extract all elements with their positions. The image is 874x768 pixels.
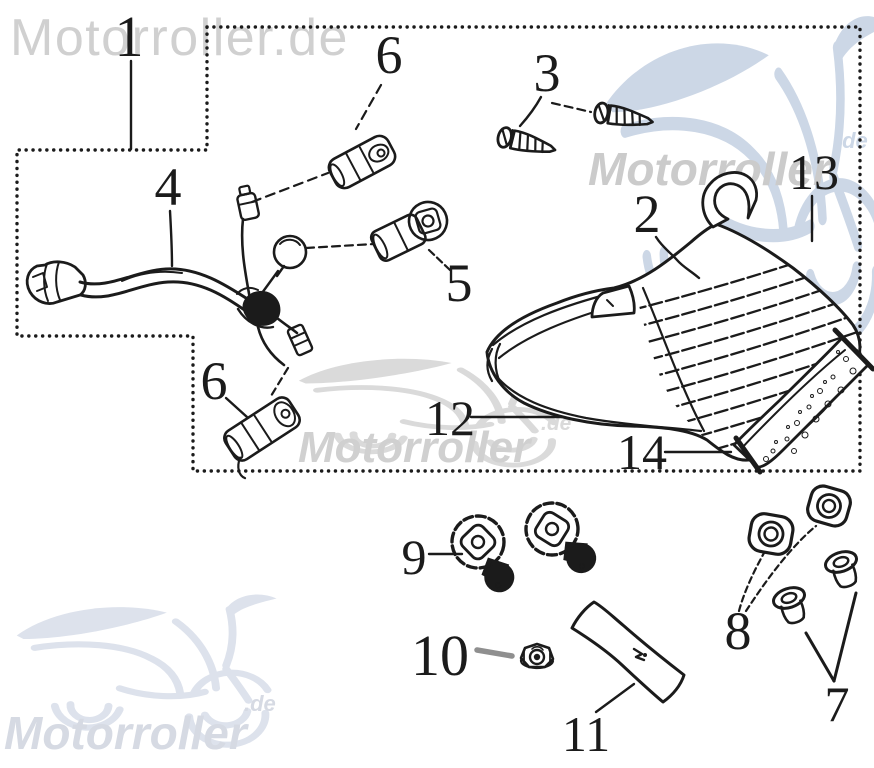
leader-part-6-top (354, 83, 383, 131)
flange-nut-drawing (519, 642, 555, 670)
watermark-name-center: Motorroller (298, 423, 531, 472)
bulb-drawing-top (327, 134, 397, 190)
leader-part-8a (737, 551, 766, 613)
part-label-3: 3 (533, 43, 561, 103)
part-label-10: 10 (411, 623, 469, 688)
wiring-harness-drawing (25, 171, 376, 398)
watermark-tld-bottom-left: .de (244, 691, 276, 716)
part-label-6-bottom: 6 (200, 351, 228, 411)
part-label-13: 13 (789, 144, 839, 200)
watermark-name-bottom-left: Motorroller (4, 707, 247, 759)
part-label-11: 11 (561, 706, 611, 762)
dashed-assembly-border (15, 25, 862, 473)
part-label-6-top: 6 (375, 25, 403, 85)
lens-mount-tab (590, 284, 636, 319)
leader-part-4 (168, 209, 174, 268)
leader-part-5 (427, 248, 452, 272)
part-label-1: 1 (114, 4, 144, 69)
bulb-holder-drawings (444, 497, 600, 596)
leader-part-3a (518, 95, 543, 128)
leader-part-6-bottom (224, 396, 249, 419)
bulb-holder-drawing-bottom (223, 396, 301, 480)
part-label-14: 14 (617, 424, 667, 480)
part-label-7: 7 (824, 676, 850, 732)
part-label-12: 12 (425, 390, 475, 446)
leader-lines (129, 59, 818, 714)
lens-bracket-hook (701, 171, 758, 229)
leader-part-3b (550, 101, 593, 114)
screws-drawing (496, 101, 654, 154)
part-label-8: 8 (724, 601, 752, 661)
reflector-strip-drawing (732, 327, 874, 475)
leader-part-10 (474, 647, 515, 659)
gasket-pad-drawing (570, 600, 686, 704)
watermark-text-bottom-left: .de Motorroller (4, 693, 276, 759)
part-label-5: 5 (445, 253, 473, 313)
washer-drawings (747, 484, 852, 556)
taillight-lens-drawing (485, 171, 862, 462)
leader-part-8b (744, 524, 818, 613)
part-label-4: 4 (154, 157, 182, 217)
watermark-text-top-left: Motorroller.de (10, 9, 349, 67)
watermark-text-center: .de Motorroller (298, 413, 571, 472)
leader-part-11 (594, 682, 636, 714)
part-label-9: 9 (401, 529, 427, 585)
bulb-socket-drawing (369, 200, 449, 262)
leader-part-2 (654, 235, 701, 280)
pin-drawing (804, 591, 858, 683)
part-label-2: 2 (633, 184, 661, 244)
